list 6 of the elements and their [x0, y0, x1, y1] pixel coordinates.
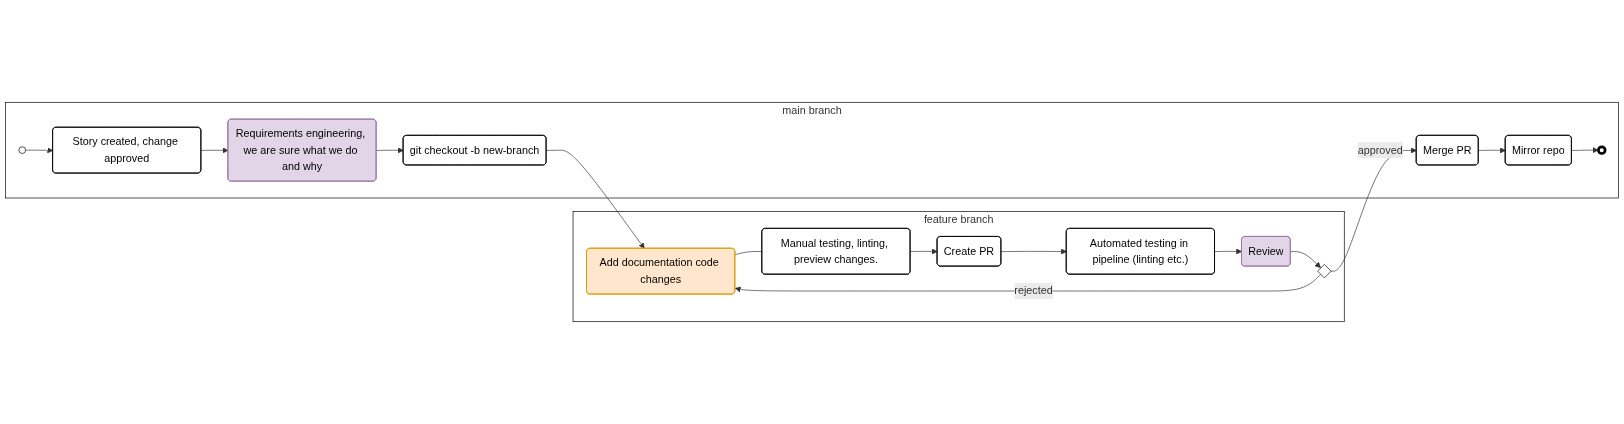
node-circle — [1597, 145, 1607, 155]
edge-label: rejected — [1014, 284, 1053, 297]
connector — [734, 251, 763, 255]
node-diamond — [1317, 264, 1332, 279]
edge-label: approved — [1357, 144, 1403, 156]
node-circle — [18, 146, 26, 154]
